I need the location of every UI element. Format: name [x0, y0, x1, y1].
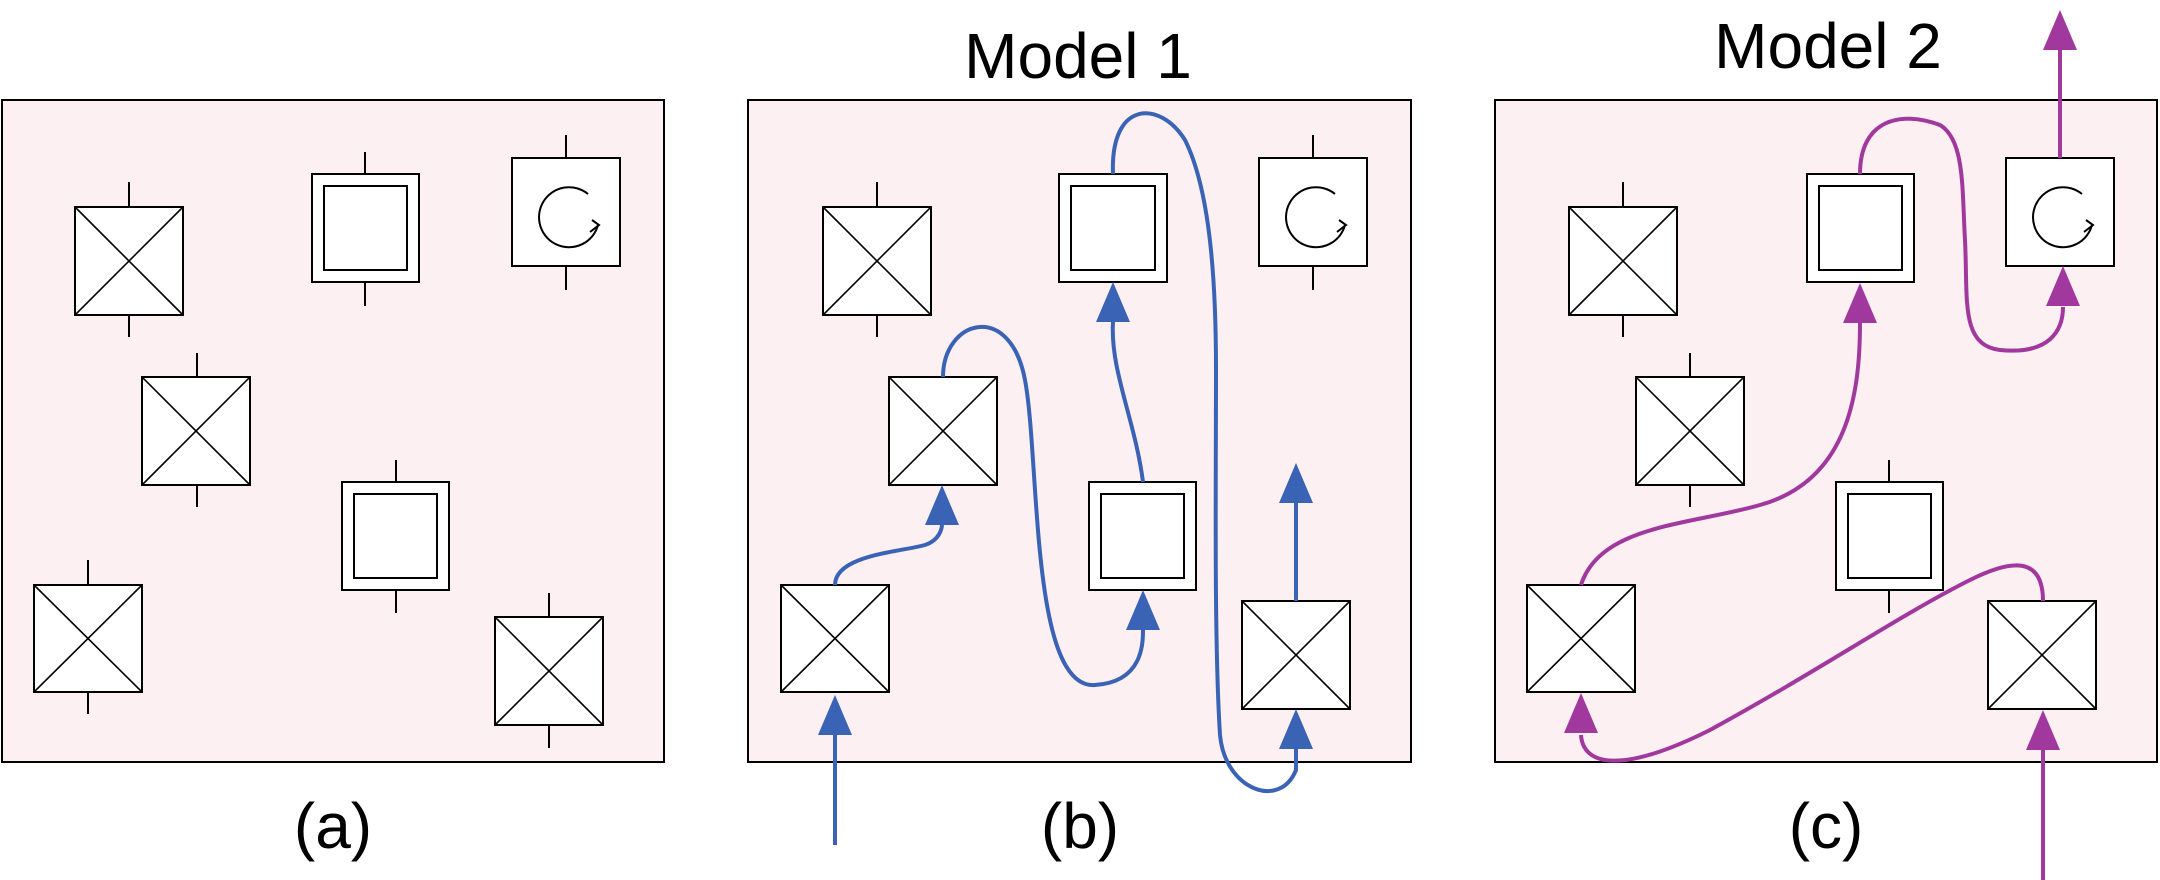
title-model-2: Model 2	[1714, 10, 1942, 82]
x-box	[1568, 182, 1678, 337]
caption-c: (c)	[1789, 790, 1864, 862]
caption-a: (a)	[294, 790, 372, 862]
x-box	[822, 182, 932, 337]
arrow-marker	[1843, 283, 1877, 323]
arrow-marker	[925, 485, 959, 525]
panel-a: (a)	[1, 99, 665, 862]
square-box	[1088, 481, 1197, 591]
x-box	[33, 560, 143, 714]
x-box	[1635, 353, 1745, 507]
path-segment	[1110, 321, 1145, 483]
arrow-marker	[2043, 10, 2077, 50]
rotate-icon	[2032, 186, 2093, 249]
x-box	[1987, 600, 2097, 710]
rotation-box	[2005, 157, 2115, 267]
arrow-marker	[1279, 463, 1313, 503]
panel-c: Model 2	[1494, 10, 2158, 880]
arrow-marker	[818, 695, 852, 735]
rotate-icon	[538, 186, 599, 249]
x-box	[1526, 584, 1636, 693]
square-box	[341, 460, 450, 613]
arrow-marker	[1564, 693, 1598, 733]
arrow-marker	[2026, 710, 2060, 750]
path-segment	[1858, 116, 2065, 353]
x-box	[141, 353, 251, 507]
path-segment	[941, 324, 1146, 688]
caption-b: (b)	[1041, 790, 1119, 862]
x-box	[74, 182, 184, 337]
rotate-icon	[1285, 186, 1346, 249]
square-box	[1058, 173, 1168, 283]
path-segment	[1579, 563, 2045, 763]
model-2-path	[1564, 10, 2080, 880]
x-box	[494, 593, 604, 748]
path-segment	[1579, 321, 1862, 586]
path-segment	[833, 523, 944, 586]
arrow-marker	[1126, 590, 1160, 630]
panel-b: Model 1	[747, 20, 1412, 862]
rotation-box	[1258, 135, 1368, 290]
rotation-box	[511, 135, 621, 290]
arrow-marker	[1096, 282, 1130, 322]
arrow-marker	[2046, 266, 2080, 306]
x-box	[888, 376, 998, 486]
square-box	[1835, 460, 1944, 613]
model-1-path	[818, 111, 1313, 845]
x-box	[1241, 600, 1351, 710]
square-box	[1806, 173, 1915, 283]
title-model-1: Model 1	[964, 20, 1192, 92]
square-box	[311, 152, 420, 306]
arrow-marker	[1279, 709, 1313, 749]
path-segment	[1110, 111, 1298, 793]
x-box	[780, 584, 890, 693]
